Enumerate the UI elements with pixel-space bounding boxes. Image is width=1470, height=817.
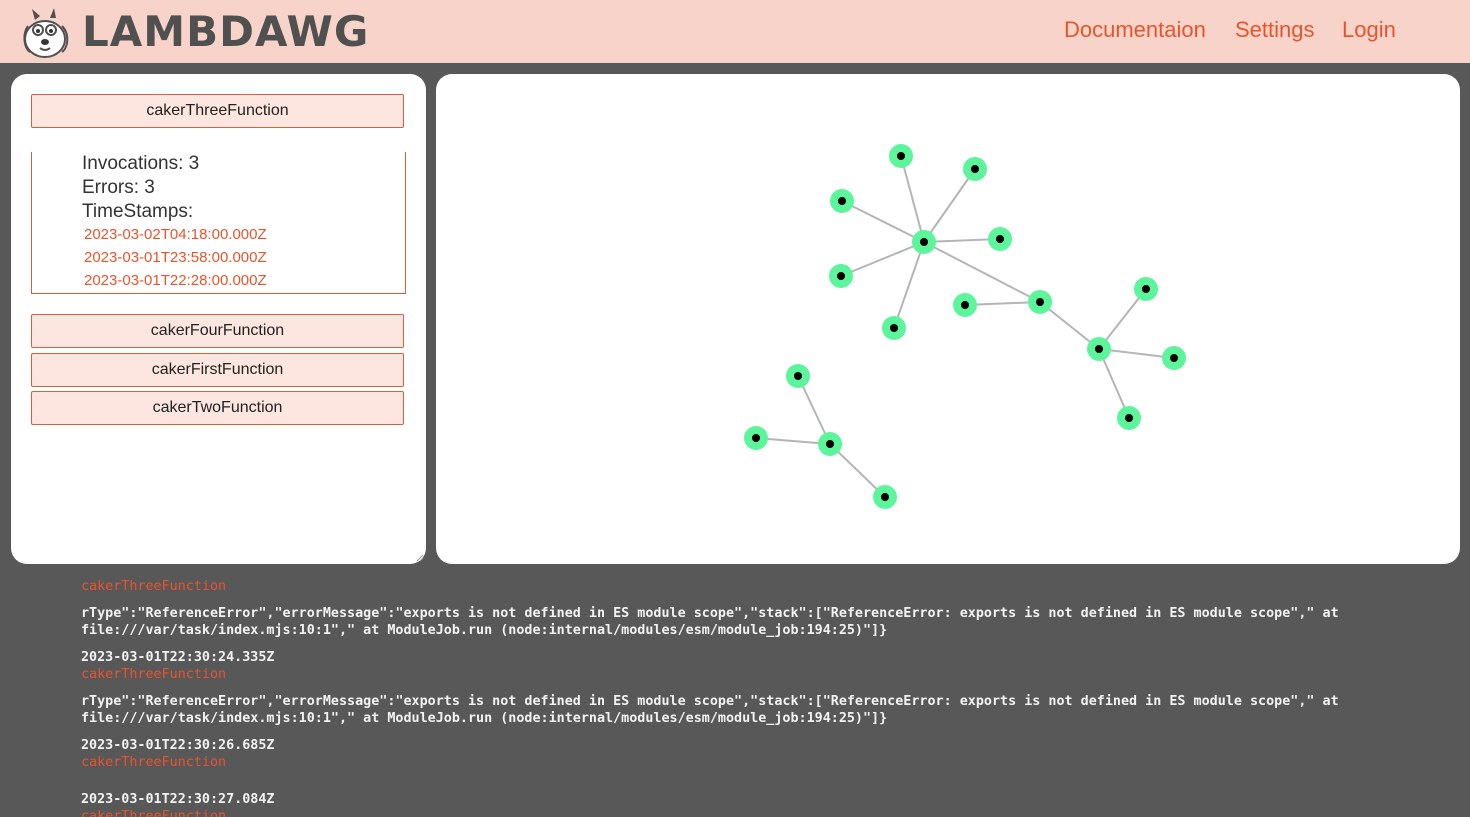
- log-message: rType":"ReferenceError","errorMessage":"…: [81, 606, 1347, 638]
- resize-handle-icon[interactable]: [416, 554, 424, 562]
- graph-node[interactable]: [912, 230, 936, 254]
- function-button-caker-two[interactable]: cakerTwoFunction: [31, 391, 404, 425]
- function-details: Invocations: 3 Errors: 3 TimeStamps: 202…: [31, 152, 406, 294]
- graph-node[interactable]: [829, 264, 853, 288]
- functions-panel: cakerThreeFunction Invocations: 3 Errors…: [11, 74, 426, 564]
- timestamp-item: 2023-03-01T22:28:00.000Z: [84, 272, 267, 289]
- graph-node[interactable]: [1134, 277, 1158, 301]
- graph-node[interactable]: [786, 364, 810, 388]
- graph-node[interactable]: [953, 293, 977, 317]
- graph-node[interactable]: [873, 485, 897, 509]
- log-function-name: cakerThreeFunction: [81, 755, 227, 770]
- dependency-graph[interactable]: [436, 74, 1460, 564]
- graph-node[interactable]: [1087, 337, 1111, 361]
- dog-icon[interactable]: [20, 6, 72, 60]
- function-button-caker-three[interactable]: cakerThreeFunction: [31, 94, 404, 128]
- nav-documentation-link[interactable]: Documentaion: [1064, 17, 1206, 42]
- brand-title: LAMBDAWG: [82, 7, 370, 56]
- graph-node[interactable]: [988, 227, 1012, 251]
- graph-node[interactable]: [744, 426, 768, 450]
- nav-login-link[interactable]: Login: [1342, 17, 1396, 42]
- graph-edge: [840, 241, 925, 277]
- log-output: cakerThreeFunction rType":"ReferenceErro…: [81, 576, 1461, 817]
- graph-edge: [1098, 288, 1147, 350]
- dependency-graph-panel: [436, 74, 1460, 564]
- invocations-count: Invocations: 3: [82, 153, 200, 174]
- graph-edge: [923, 168, 976, 243]
- graph-node[interactable]: [1028, 290, 1052, 314]
- graph-edge: [829, 443, 886, 498]
- graph-edge: [923, 241, 1041, 303]
- log-timestamp: 2023-03-01T22:30:27.084Z: [81, 792, 275, 807]
- function-button-caker-four[interactable]: cakerFourFunction: [31, 314, 404, 348]
- timestamp-item: 2023-03-02T04:18:00.000Z: [84, 226, 267, 243]
- graph-edge: [1039, 301, 1100, 350]
- graph-node[interactable]: [882, 316, 906, 340]
- graph-node[interactable]: [889, 144, 913, 168]
- function-button-caker-first[interactable]: cakerFirstFunction: [31, 353, 404, 387]
- nav-settings-link[interactable]: Settings: [1235, 17, 1315, 42]
- log-function-name: cakerThreeFunction: [81, 579, 227, 594]
- timestamp-item: 2023-03-01T23:58:00.000Z: [84, 249, 267, 266]
- graph-edge: [1098, 348, 1175, 359]
- graph-node[interactable]: [1117, 406, 1141, 430]
- log-function-name: cakerThreeFunction: [81, 667, 227, 682]
- log-message: rType":"ReferenceError","errorMessage":"…: [81, 694, 1347, 726]
- top-header: LAMBDAWG Documentaion Settings Login: [0, 0, 1470, 63]
- graph-node[interactable]: [1162, 346, 1186, 370]
- log-timestamp: 2023-03-01T22:30:26.685Z: [81, 738, 275, 753]
- graph-node[interactable]: [963, 157, 987, 181]
- graph-edge: [893, 241, 925, 329]
- graph-edge: [1098, 348, 1130, 419]
- graph-edge: [755, 437, 831, 445]
- graph-node[interactable]: [818, 432, 842, 456]
- log-function-name: cakerThreeFunction: [81, 809, 227, 817]
- graph-edge: [964, 301, 1041, 306]
- graph-edge: [900, 155, 925, 243]
- graph-node[interactable]: [830, 189, 854, 213]
- log-timestamp: 2023-03-01T22:30:24.335Z: [81, 650, 275, 665]
- errors-count: Errors: 3: [82, 177, 155, 198]
- graph-edge: [841, 200, 925, 243]
- graph-edge: [797, 375, 831, 445]
- timestamps-label: TimeStamps:: [82, 201, 194, 222]
- graph-edge: [923, 238, 1001, 243]
